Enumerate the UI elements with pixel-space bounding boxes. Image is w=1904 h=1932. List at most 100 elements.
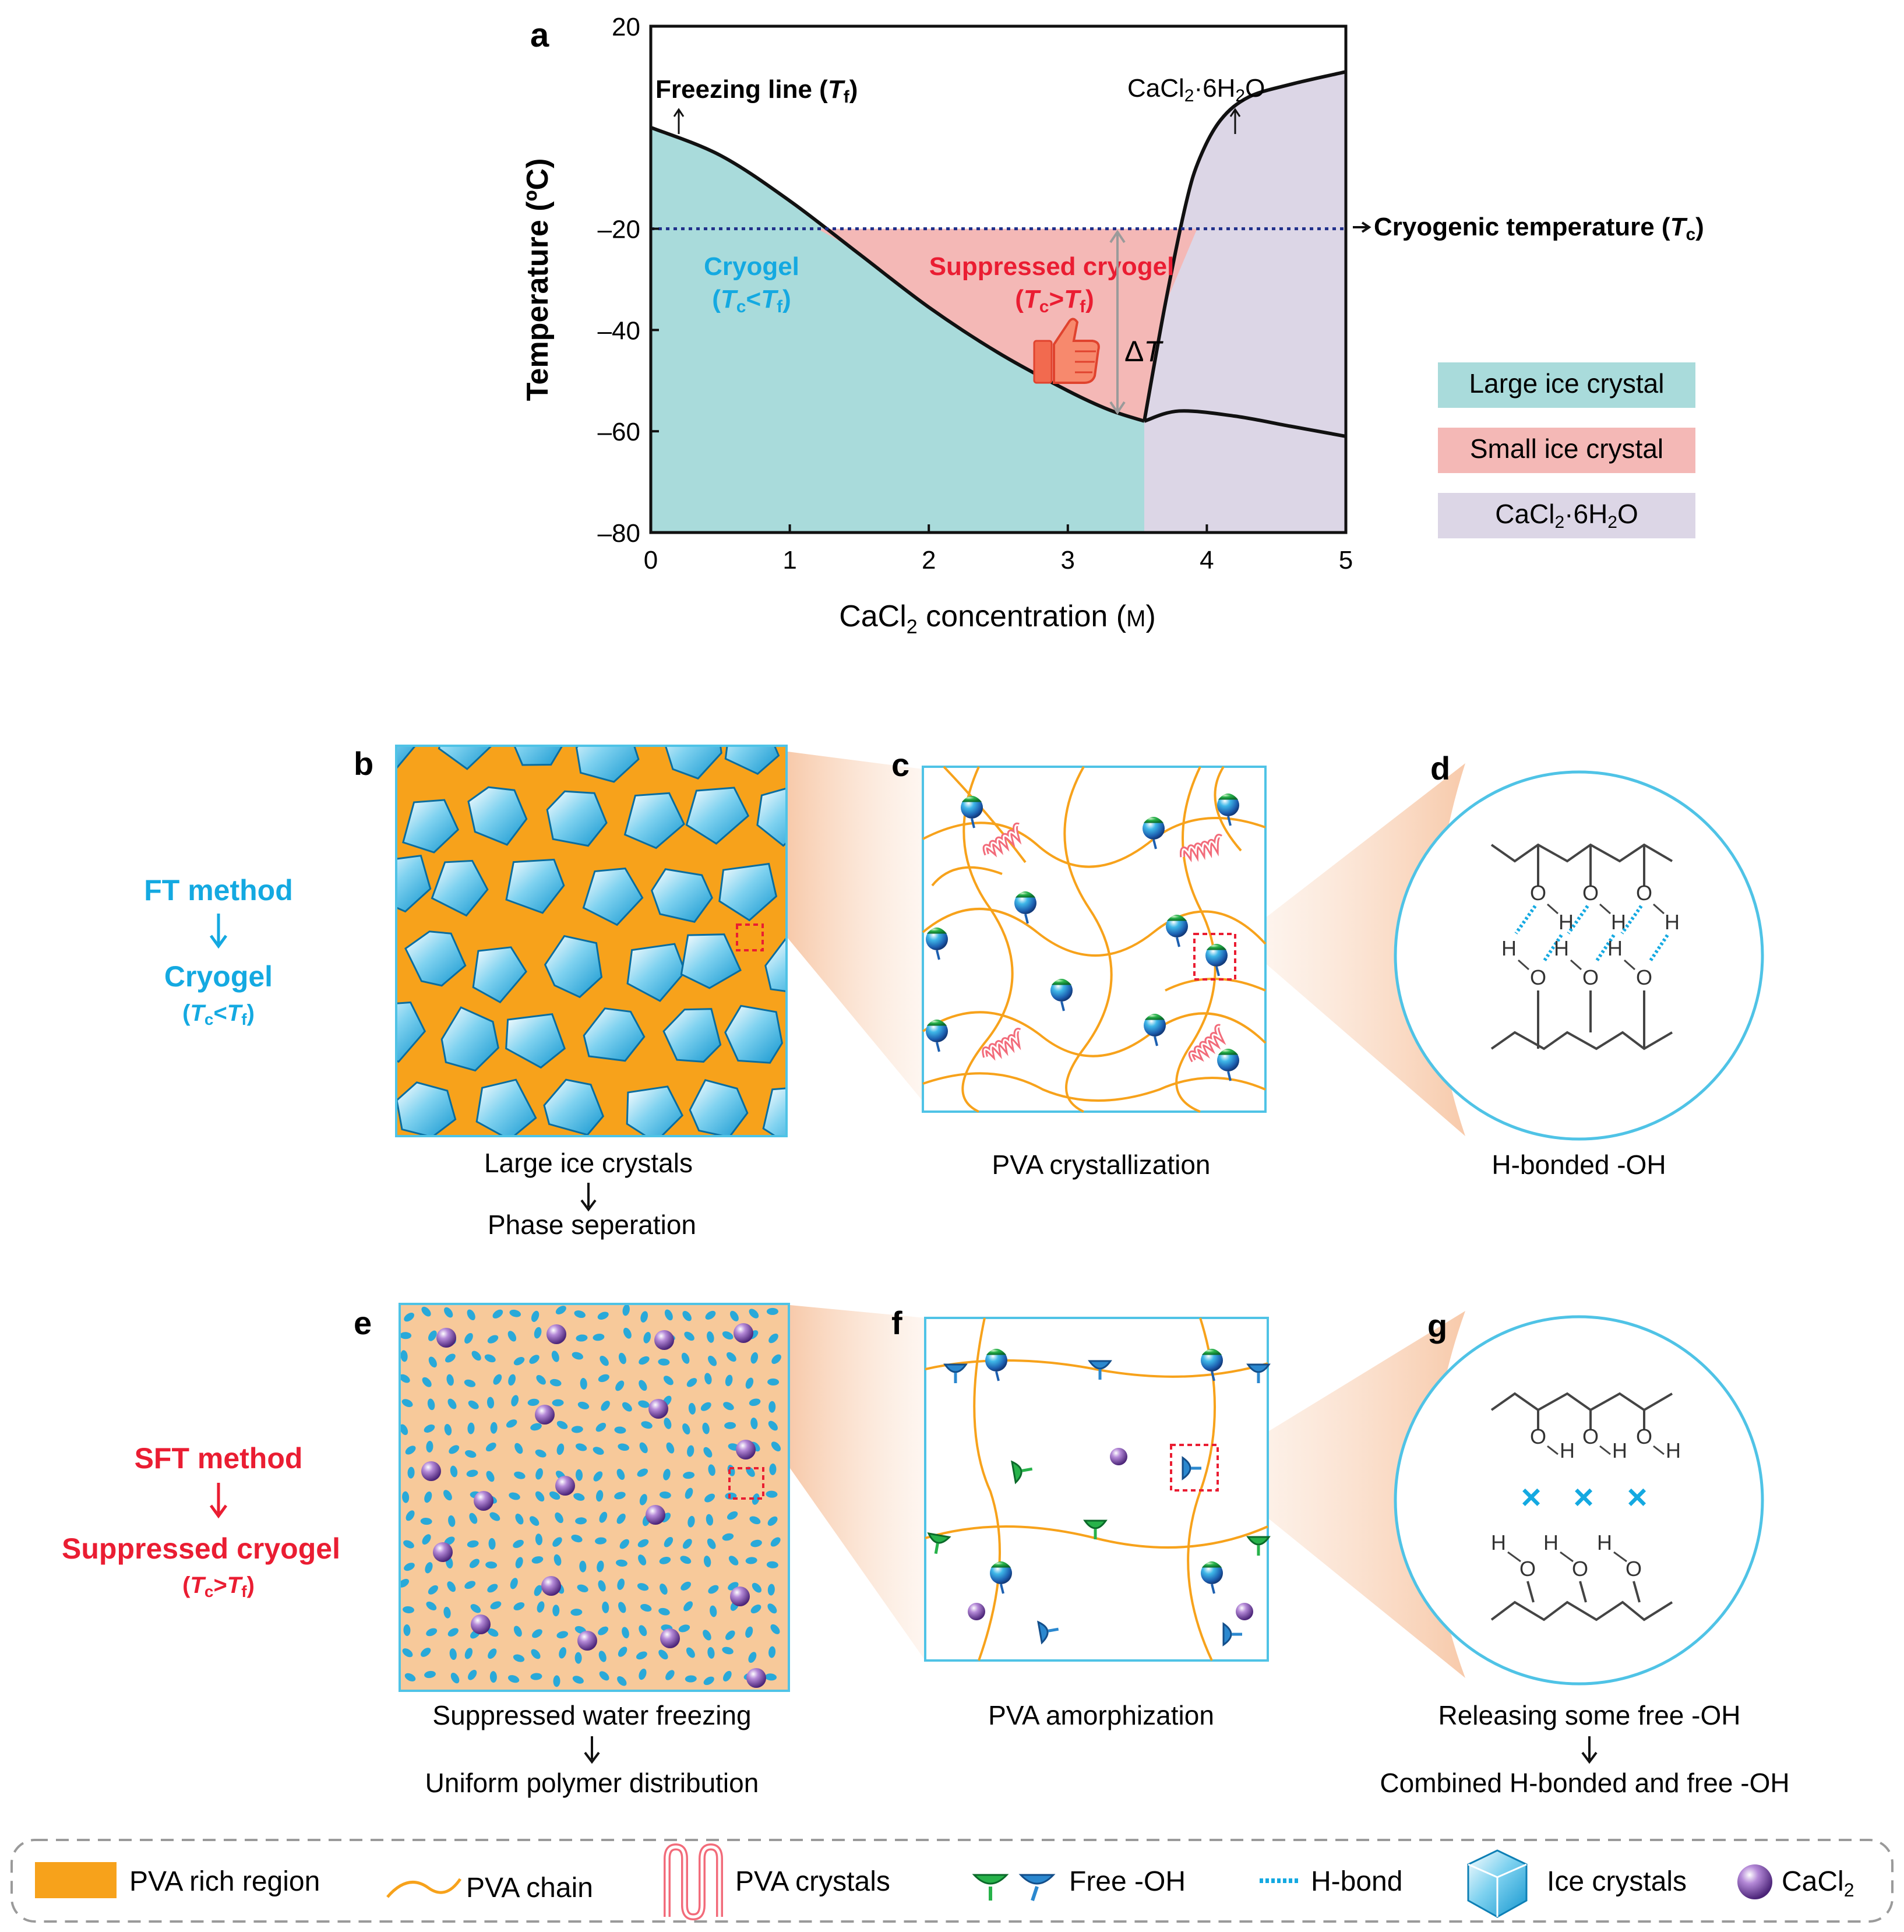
small-ice-crystal [484, 1354, 496, 1363]
o-h-bond [1653, 903, 1665, 915]
small-ice-crystal [680, 1556, 692, 1564]
small-ice-crystal [426, 1441, 433, 1452]
cup-head [1182, 1456, 1191, 1480]
ft-method-labels: FT method Cryogel (Tc<Tf) [144, 874, 293, 1028]
small-ice-crystal [448, 1515, 456, 1527]
small-ice-crystal [683, 1601, 693, 1612]
ice-crystal-cell [724, 1004, 783, 1064]
small-ice-crystal [486, 1471, 495, 1482]
small-ice-crystal [450, 1465, 458, 1478]
small-ice-crystal [687, 1445, 694, 1457]
small-ice-crystal [486, 1397, 495, 1409]
small-ice-crystal [407, 1466, 415, 1479]
small-ice-crystal [422, 1377, 432, 1387]
small-ice-crystal [493, 1374, 502, 1385]
small-ice-crystal [509, 1309, 521, 1317]
ice-crystal-cell [369, 1153, 429, 1211]
free-oh-cup [1246, 1363, 1271, 1383]
ice-crystals-icon [1467, 1849, 1528, 1918]
freezing-line [650, 126, 1145, 423]
small-ice-crystal [443, 1606, 451, 1619]
small-ice-crystal [618, 1443, 630, 1451]
free-oh-group [1201, 1561, 1223, 1594]
free-oh-group [1201, 1349, 1223, 1381]
ice-crystal-cell [701, 648, 759, 703]
hydroxyl-stem [936, 950, 940, 960]
free-oh-group [1217, 794, 1239, 826]
pva-crystals-icon [664, 1843, 723, 1921]
pva-chain [922, 908, 1267, 957]
small-ice-crystal [575, 1443, 587, 1451]
panel-b-ice-network: b Large ice crystals Phase seperation [327, 648, 788, 1240]
ice-crystal-cell [327, 1088, 386, 1143]
small-ice-crystal [730, 1310, 739, 1321]
panel-g-caption-2: Combined H-bonded and free -OH [1380, 1768, 1789, 1798]
cacl2-sphere [1236, 1603, 1253, 1620]
small-ice-crystal [405, 1446, 416, 1455]
y-tick-label: –20 [598, 216, 640, 244]
small-ice-crystal [723, 1402, 734, 1411]
cup-head [1088, 1360, 1112, 1370]
ice-crystal-cell [756, 787, 787, 847]
small-ice-crystal [469, 1559, 480, 1568]
small-ice-crystal [531, 1556, 544, 1564]
small-ice-crystal [428, 1330, 437, 1341]
small-ice-crystal [552, 1537, 562, 1547]
small-ice-crystal [685, 1675, 697, 1683]
small-ice-crystal [403, 1624, 411, 1636]
small-ice-crystal [485, 1561, 498, 1569]
small-ice-crystal [617, 1578, 625, 1590]
freezing-line-label: Freezing line (Tf) [655, 75, 858, 107]
free-oh-group [961, 796, 983, 828]
small-ice-crystal [444, 1307, 453, 1318]
oxygen-atom: O [1572, 1557, 1588, 1581]
small-ice-crystal [598, 1580, 606, 1592]
cup-stem [1048, 1627, 1059, 1633]
arrow-down-icon [584, 1736, 600, 1764]
small-ice-crystal [722, 1533, 734, 1541]
small-ice-crystal [616, 1469, 625, 1480]
panel-e-label: e [354, 1305, 372, 1341]
pva-crystal [1188, 1024, 1226, 1063]
small-ice-crystal [664, 1536, 674, 1547]
small-ice-crystal [728, 1556, 739, 1566]
small-ice-crystal [619, 1539, 629, 1549]
panel-g-circle [1394, 1315, 1764, 1686]
delta-t-label: ΔT [1124, 335, 1163, 368]
ice-crystal-cell [513, 746, 563, 766]
hydroxyl-cap [926, 928, 947, 934]
small-ice-crystal [639, 1356, 650, 1365]
small-ice-crystal [771, 1354, 781, 1364]
small-ice-crystal [640, 1311, 648, 1323]
small-ice-crystal [406, 1510, 415, 1521]
small-ice-crystal [487, 1628, 499, 1637]
small-ice-crystal [444, 1536, 455, 1546]
small-ice-crystal [708, 1355, 717, 1366]
small-ice-crystal [707, 1647, 715, 1659]
bottom-backbone [1490, 1600, 1673, 1621]
small-ice-crystal [549, 1491, 560, 1500]
small-ice-crystal [602, 1601, 609, 1613]
small-ice-crystal [615, 1380, 625, 1391]
small-ice-crystal [574, 1652, 582, 1664]
small-ice-crystal [663, 1376, 674, 1385]
suppressed-cryogel-region-label: Suppressed cryogel [929, 252, 1175, 281]
small-ice-crystal [507, 1675, 520, 1683]
small-ice-crystal [768, 1646, 776, 1658]
small-ice-crystal [535, 1533, 543, 1546]
cup-head [1011, 1460, 1022, 1485]
small-ice-crystal [529, 1355, 540, 1364]
o-h-bond [1547, 1445, 1559, 1455]
cacl2-sphere [660, 1628, 680, 1648]
pva-crystal [982, 1028, 1021, 1061]
legend-cacl2: CaCl2 [1782, 1866, 1854, 1901]
free-oh-group [926, 1020, 948, 1052]
small-ice-crystal [623, 1327, 632, 1339]
small-ice-crystal [571, 1535, 583, 1543]
small-ice-crystal [708, 1464, 715, 1476]
small-ice-crystal [508, 1374, 516, 1386]
small-ice-crystal [577, 1584, 588, 1592]
crystal-fold-highlight [1190, 1025, 1222, 1062]
small-ice-crystal [749, 1398, 761, 1406]
zoom-fan-c-d [1247, 763, 1465, 1136]
